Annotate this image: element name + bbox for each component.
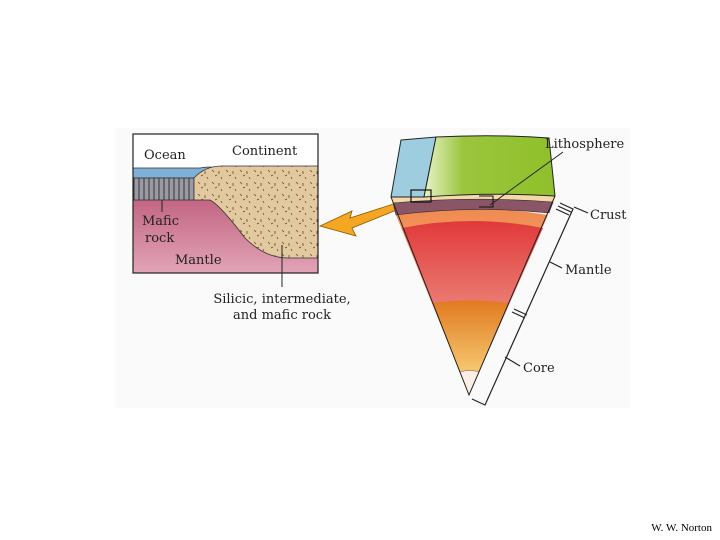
inset-mafic-rock-layer xyxy=(133,177,196,201)
inset-frame xyxy=(132,133,319,274)
label-mafic-line2: rock xyxy=(145,231,174,246)
label-lithosphere: Lithosphere xyxy=(545,137,624,152)
label-rock-line1: Silicic, intermediate, xyxy=(213,292,350,307)
label-rock-line2: and mafic rock xyxy=(233,308,331,323)
inset-continental-rock xyxy=(193,165,318,259)
label-continent: Continent xyxy=(232,144,298,159)
label-inset-mantle: Mantle xyxy=(175,253,222,268)
label-core: Core xyxy=(523,361,555,376)
label-mantle: Mantle xyxy=(565,263,612,278)
earth-wedge xyxy=(390,135,564,397)
wedge-crust xyxy=(392,198,554,216)
wedge-continent-block xyxy=(423,135,556,198)
label-mafic-line1: Mafic xyxy=(142,214,179,229)
publisher-credit: W. W. Norton xyxy=(651,522,712,534)
continent-ocean-inset xyxy=(133,134,318,273)
wedge-core xyxy=(433,300,508,395)
inset-locator-box xyxy=(410,189,432,203)
depth-scale-bracket xyxy=(471,202,589,406)
label-crust: Crust xyxy=(590,208,627,223)
label-ocean: Ocean xyxy=(144,148,186,163)
